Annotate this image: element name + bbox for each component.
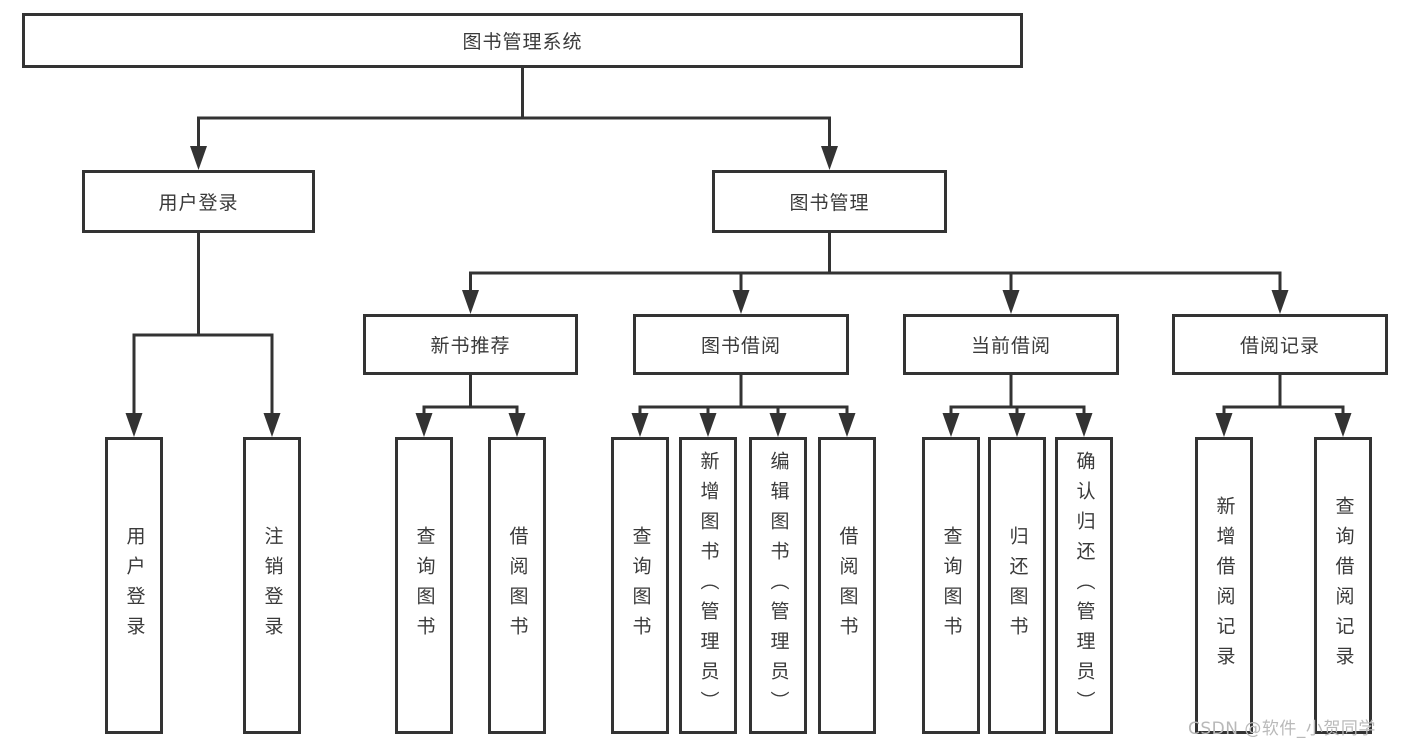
node-label: 图书管理系统 <box>462 31 583 53</box>
node-label: 注销登录 <box>261 525 284 646</box>
node-leaf-edit-books-admin: 编辑图书（管理员） <box>749 437 807 734</box>
node-borrow-records: 借阅记录 <box>1172 314 1388 375</box>
node-user-login-module: 用户登录 <box>82 170 315 233</box>
node-current-borrowing: 当前借阅 <box>903 314 1119 375</box>
node-leaf-query-books: 查询图书 <box>922 437 980 734</box>
node-leaf-user-login: 用户登录 <box>105 437 163 734</box>
node-label: 新增图书（管理员） <box>697 450 720 721</box>
node-leaf-query-books: 查询图书 <box>395 437 453 734</box>
node-label: 新增借阅记录 <box>1213 495 1236 676</box>
node-leaf-add-borrow-record: 新增借阅记录 <box>1195 437 1253 734</box>
node-label: 用户登录 <box>123 525 146 646</box>
node-label: 确认归还（管理员） <box>1073 450 1096 721</box>
node-label: 图书管理 <box>789 192 870 214</box>
node-label: 借阅图书 <box>506 525 529 646</box>
node-book-management-module: 图书管理 <box>712 170 947 233</box>
node-leaf-borrow-books: 借阅图书 <box>488 437 546 734</box>
node-leaf-confirm-return-admin: 确认归还（管理员） <box>1055 437 1113 734</box>
node-label: 查询图书 <box>940 525 963 646</box>
node-book-borrowing: 图书借阅 <box>633 314 849 375</box>
node-leaf-return-books: 归还图书 <box>988 437 1046 734</box>
node-leaf-query-borrow-record: 查询借阅记录 <box>1314 437 1372 734</box>
node-label: 编辑图书（管理员） <box>767 450 790 721</box>
node-leaf-logout: 注销登录 <box>243 437 301 734</box>
node-leaf-add-books-admin: 新增图书（管理员） <box>679 437 737 734</box>
node-label: 新书推荐 <box>430 335 511 357</box>
node-root-system: 图书管理系统 <box>22 13 1023 68</box>
node-label: 查询图书 <box>413 525 436 646</box>
node-label: 借阅记录 <box>1239 335 1320 357</box>
node-label: 用户登录 <box>158 192 239 214</box>
node-label: 查询图书 <box>629 525 652 646</box>
node-leaf-borrow-books: 借阅图书 <box>818 437 876 734</box>
node-label: 借阅图书 <box>836 525 859 646</box>
csdn-watermark: CSDN @软件_小贺同学 <box>1188 719 1376 739</box>
node-new-book-recommend: 新书推荐 <box>363 314 578 375</box>
node-label: 归还图书 <box>1006 525 1029 646</box>
node-label: 图书借阅 <box>700 335 781 357</box>
node-leaf-query-books: 查询图书 <box>611 437 669 734</box>
node-label: 查询借阅记录 <box>1332 495 1355 676</box>
node-label: 当前借阅 <box>970 335 1051 357</box>
